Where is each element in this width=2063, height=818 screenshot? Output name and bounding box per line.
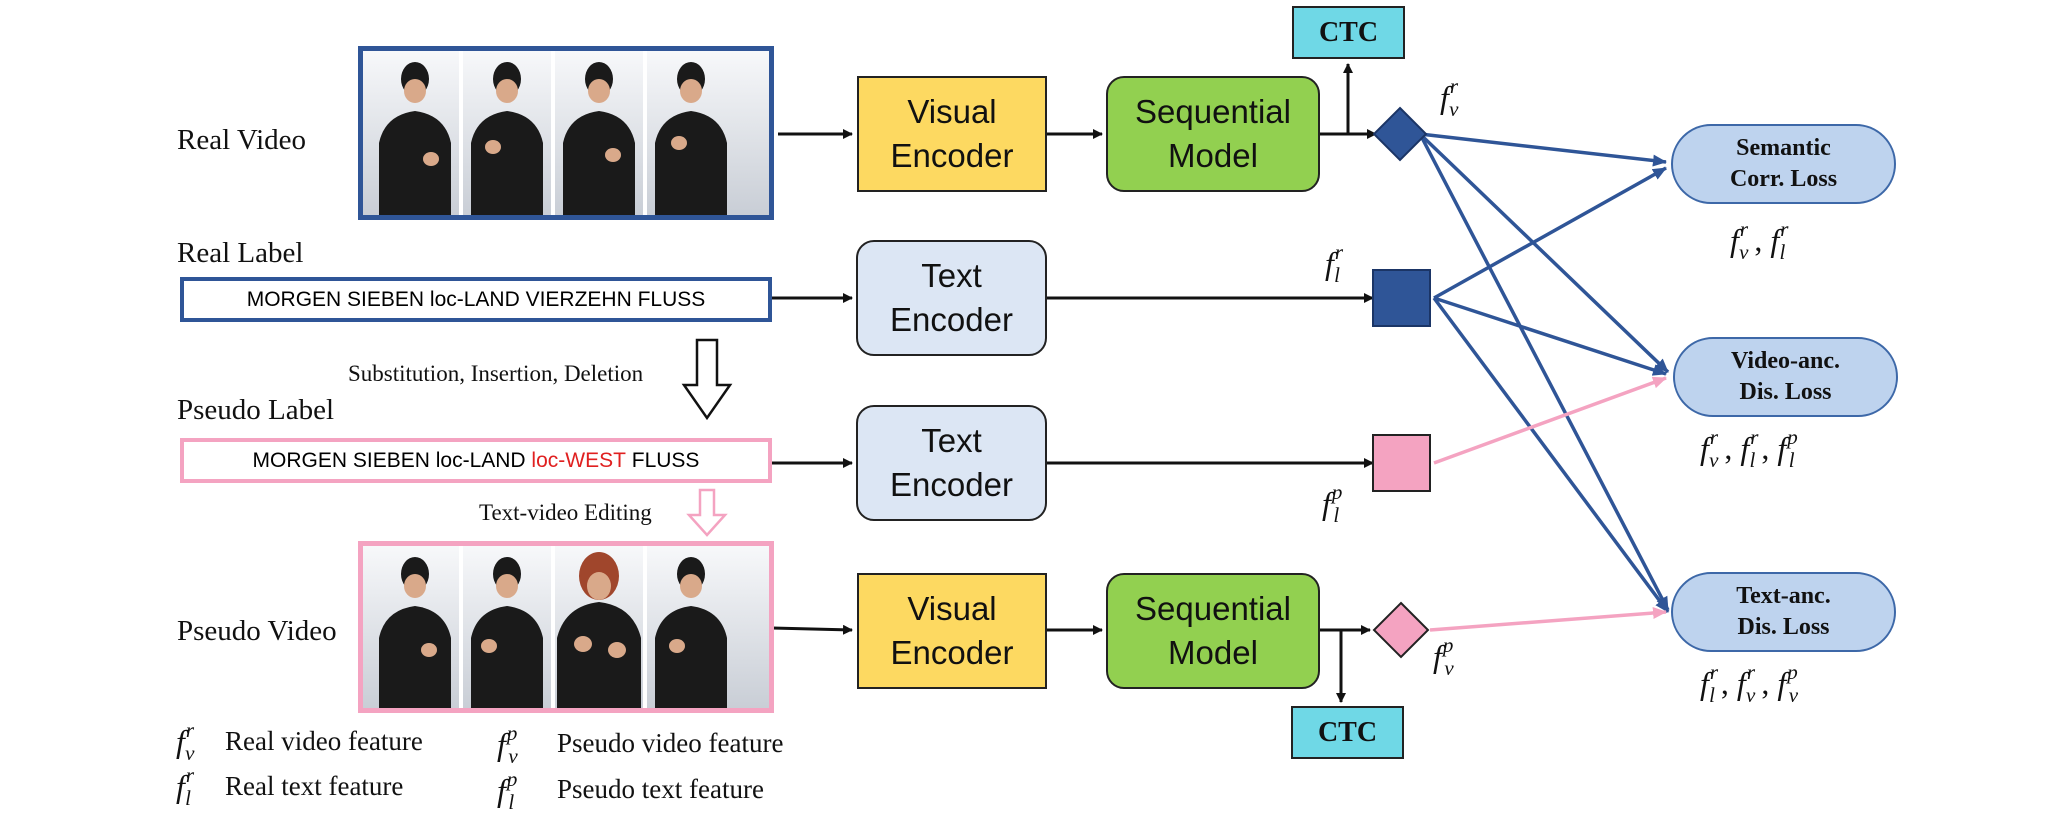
signer-frames-icon bbox=[379, 546, 727, 708]
legend-real-text: Real text feature bbox=[225, 771, 404, 801]
link-flp-to-videoanc bbox=[1433, 376, 1667, 465]
link-flr-to-textanc bbox=[1432, 296, 1670, 614]
symbol-flr: frl bbox=[1325, 240, 1344, 287]
visual-encoder-line2: Encoder bbox=[890, 634, 1014, 671]
signer-frames-icon bbox=[379, 51, 727, 215]
pseudo-label-prefix: MORGEN SIEBEN loc-LAND bbox=[252, 448, 532, 472]
video-loss-line1: Video-anc. bbox=[1730, 348, 1841, 374]
legend-symbol-flr: frl bbox=[176, 763, 195, 810]
pseudo-video-frames bbox=[358, 541, 774, 713]
sequential-model-line2: Model bbox=[1168, 634, 1258, 671]
legend-symbol-flp: fpl bbox=[497, 767, 518, 814]
pseudo-text-feature-square-icon bbox=[1372, 434, 1431, 492]
pseudo-video-feature-diamond-icon bbox=[1372, 601, 1430, 659]
ctc-top: CTC bbox=[1292, 6, 1405, 59]
substitution-hollow-arrow bbox=[681, 338, 733, 421]
video-loss-line2: Dis. Loss bbox=[1739, 379, 1832, 405]
video-anchored-dis-loss: Video-anc. Dis. Loss bbox=[1673, 337, 1898, 417]
legend-real-video: Real video feature bbox=[225, 726, 423, 756]
text-anchored-dis-loss: Text-anc. Dis. Loss bbox=[1671, 572, 1896, 652]
legend-pseudo-video: Pseudo video feature bbox=[557, 728, 784, 758]
text-loss-line2: Dis. Loss bbox=[1737, 614, 1830, 640]
sequential-model-line1: Sequential bbox=[1135, 590, 1291, 627]
ctc-bottom: CTC bbox=[1291, 706, 1404, 759]
arrow-pseudovideo-to-visual bbox=[771, 624, 853, 635]
symbol-fvp: fpv bbox=[1433, 633, 1454, 680]
text-loss-line1: Text-anc. bbox=[1736, 583, 1831, 609]
sequential-model-line1: Sequential bbox=[1135, 93, 1291, 130]
symbol-fvr-top: frv bbox=[1440, 74, 1459, 121]
text-loss-inputs: frl,frv,fpv bbox=[1700, 660, 1799, 707]
pseudo-video-label: Pseudo Video bbox=[177, 615, 337, 647]
real-label-label: Real Label bbox=[177, 237, 304, 269]
visual-encoder-line1: Visual bbox=[907, 93, 997, 130]
semantic-loss-line1: Semantic bbox=[1736, 135, 1831, 161]
editing-caption: Text-video Editing bbox=[479, 500, 652, 525]
link-flr-to-semantic bbox=[1433, 166, 1667, 300]
other-signer-figure bbox=[557, 602, 641, 708]
pseudo-label-label: Pseudo Label bbox=[177, 394, 335, 426]
video-loss-inputs: frv,frl,fpl bbox=[1700, 425, 1798, 472]
link-fvr-to-textanc bbox=[1418, 133, 1670, 611]
legend-symbol-fvp: fpv bbox=[497, 721, 518, 768]
editing-hollow-arrow bbox=[686, 488, 728, 537]
text-encoder-line2: Encoder bbox=[890, 466, 1013, 503]
text-encoder-line1: Text bbox=[921, 422, 982, 459]
real-video-frames bbox=[358, 46, 774, 220]
text-encoder-line2: Encoder bbox=[890, 301, 1013, 338]
real-text-feature-square-icon bbox=[1372, 269, 1431, 327]
semantic-loss-inputs: frv,frl bbox=[1730, 217, 1789, 264]
legend-pseudo-text: Pseudo text feature bbox=[557, 774, 764, 804]
link-fvr-to-videoanc bbox=[1418, 132, 1670, 374]
visual-encoder-line2: Encoder bbox=[890, 137, 1014, 174]
sequential-model-line2: Model bbox=[1168, 137, 1258, 174]
link-fvr-to-semantic bbox=[1419, 132, 1667, 167]
real-label-sequence: MORGEN SIEBEN loc-LAND VIERZEHN FLUSS bbox=[180, 277, 772, 322]
pseudo-label-suffix: FLUSS bbox=[625, 448, 700, 472]
link-flr-to-videoanc bbox=[1433, 296, 1667, 376]
legend-symbol-fvr: frv bbox=[176, 718, 195, 765]
symbol-flp: fpl bbox=[1322, 480, 1343, 527]
semantic-loss-line2: Corr. Loss bbox=[1729, 166, 1838, 192]
real-video-feature-diamond-icon bbox=[1372, 106, 1428, 162]
link-fvp-to-textanc bbox=[1429, 607, 1667, 632]
pseudo-label-edited-gloss: loc-WEST bbox=[531, 448, 626, 472]
real-video-label: Real Video bbox=[177, 124, 306, 156]
pseudo-label-sequence: MORGEN SIEBEN loc-LAND loc-WEST FLUSS bbox=[180, 438, 772, 483]
text-encoder-line1: Text bbox=[921, 257, 982, 294]
substitution-caption: Substitution, Insertion, Deletion bbox=[348, 361, 644, 386]
visual-encoder-line1: Visual bbox=[907, 590, 997, 627]
